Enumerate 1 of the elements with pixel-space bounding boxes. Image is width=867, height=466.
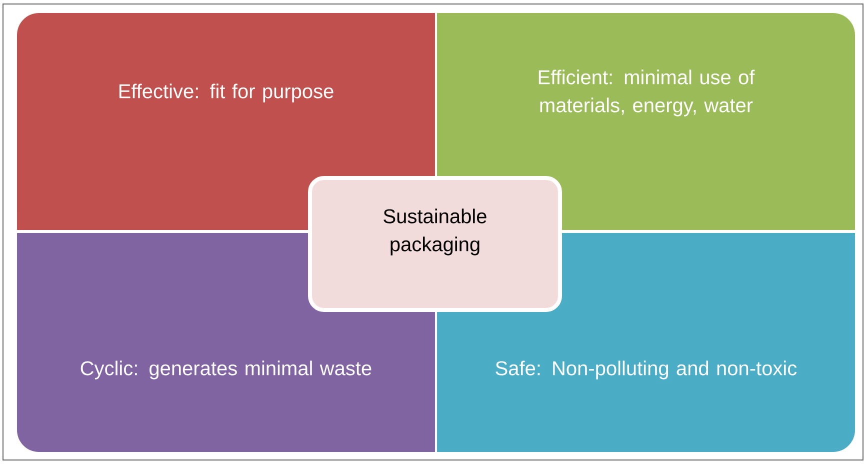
center-box: Sustainable packaging: [308, 176, 562, 312]
